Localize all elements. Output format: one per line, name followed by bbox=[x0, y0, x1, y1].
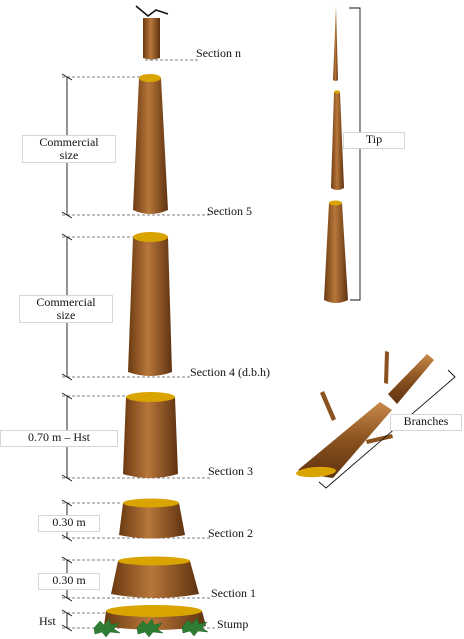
branches-text: Branches bbox=[403, 414, 449, 428]
branches bbox=[296, 351, 434, 478]
commercial-size-lower-line2: size bbox=[56, 308, 76, 322]
log-section-1 bbox=[111, 556, 199, 598]
label-hst: Hst bbox=[39, 614, 56, 628]
log-section-5 bbox=[133, 74, 168, 214]
label-section-3: Section 3 bbox=[208, 464, 253, 478]
height-030-upper-text: 0.30 m bbox=[52, 515, 86, 529]
label-stump: Stump bbox=[217, 617, 249, 631]
label-tip: Tip bbox=[343, 132, 405, 149]
tip-pieces bbox=[324, 6, 348, 303]
log-section-n bbox=[135, 5, 169, 60]
log-section-4 bbox=[128, 232, 172, 376]
commercial-size-upper-line1: Commercial bbox=[39, 135, 99, 149]
label-section-n: Section n bbox=[196, 46, 241, 60]
log-section-2 bbox=[119, 498, 185, 539]
label-height-070: 0.70 m – Hst bbox=[0, 430, 118, 447]
tip-text: Tip bbox=[365, 132, 383, 146]
label-section-1: Section 1 bbox=[211, 586, 256, 600]
label-section-5: Section 5 bbox=[207, 204, 252, 218]
tip-bracket bbox=[349, 7, 361, 301]
label-branches: Branches bbox=[390, 414, 462, 431]
commercial-size-upper-line2: size bbox=[59, 148, 79, 162]
reference-lines bbox=[62, 59, 215, 629]
leaf-icon bbox=[93, 617, 209, 638]
branches-bracket bbox=[318, 369, 456, 489]
label-commercial-size-upper: Commercial size bbox=[22, 135, 116, 163]
label-commercial-size-lower: Commercial size bbox=[19, 295, 113, 323]
stump bbox=[93, 605, 209, 638]
log-section-3 bbox=[123, 392, 178, 478]
label-height-030-lower: 0.30 m bbox=[38, 573, 100, 590]
label-section-2: Section 2 bbox=[208, 526, 253, 540]
height-030-lower-text: 0.30 m bbox=[52, 573, 86, 587]
label-height-030-upper: 0.30 m bbox=[38, 515, 100, 532]
label-section-4: Section 4 (d.b.h) bbox=[190, 365, 270, 379]
height-070-text: 0.70 m – Hst bbox=[27, 430, 90, 444]
commercial-size-lower-line1: Commercial bbox=[36, 295, 96, 309]
